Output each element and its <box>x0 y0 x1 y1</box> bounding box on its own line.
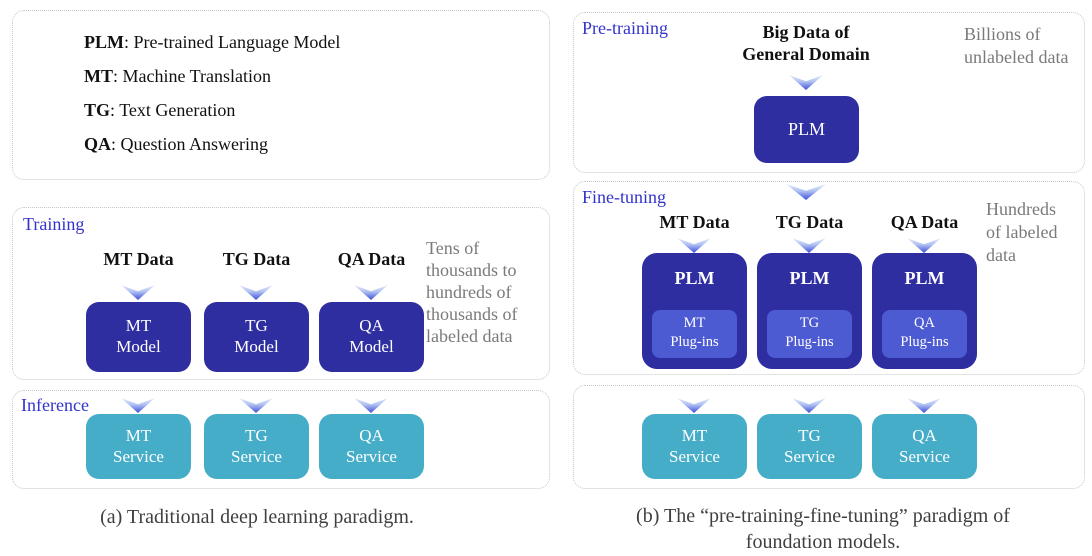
legend-term: PLM <box>84 32 124 52</box>
down-arrow-icon <box>786 184 826 200</box>
down-arrow-icon <box>677 398 711 413</box>
tg-model-box: TG Model <box>204 302 309 372</box>
mt-model-box: MT Model <box>86 302 191 372</box>
pretraining-label: Pre-training <box>582 18 668 38</box>
qa-data-header: QA Data <box>337 249 406 269</box>
down-arrow-icon <box>354 285 388 300</box>
training-label: Training <box>23 214 85 234</box>
mt-data-header: MT Data <box>659 212 730 232</box>
tg-service-box: TG Service <box>204 414 309 479</box>
caption-a: (a) Traditional deep learning paradigm. <box>100 506 414 528</box>
tg-service-box: TG Service <box>757 414 862 479</box>
inference-box-right: MT Service TG Service QA Service <box>573 385 1085 489</box>
inference-label: Inference <box>21 395 89 415</box>
down-arrow-icon <box>677 238 711 253</box>
pretraining-box: Pre-training Big Data of General Domain … <box>573 12 1085 173</box>
plm-title: PLM <box>674 268 715 288</box>
plm-title: PLM <box>789 268 830 288</box>
down-arrow-icon <box>792 238 826 253</box>
plm-tg-box: PLM TG Plug-ins <box>757 253 862 369</box>
down-arrow-icon <box>239 398 273 413</box>
down-arrow-icon <box>239 285 273 300</box>
down-arrow-icon <box>907 398 941 413</box>
caption-b: (b) The “pre-training-fine-tuning” parad… <box>636 505 1010 553</box>
legend-term: TG <box>84 100 111 120</box>
legend-definition: : Text Generation <box>110 100 236 120</box>
labeled-data-note: Hundreds of labeled data <box>986 199 1058 265</box>
legend-item-qa: QA: Question Answering <box>84 134 340 155</box>
legend-definition: : Pre-trained Language Model <box>124 32 341 52</box>
plm-qa-box: PLM QA Plug-ins <box>872 253 977 369</box>
mt-plugins-box: MT Plug-ins <box>652 310 737 358</box>
training-box: Training MT Data TG Data QA Data MT Mode… <box>12 207 550 380</box>
qa-service-box: QA Service <box>872 414 977 479</box>
down-arrow-icon <box>121 285 155 300</box>
legend-term: MT <box>84 66 113 86</box>
plm-box: PLM <box>754 96 859 163</box>
tg-plugins-box: TG Plug-ins <box>767 310 852 358</box>
plm-title: PLM <box>904 268 945 288</box>
legend-term: QA <box>84 134 111 154</box>
legend-box: PLM: Pre-trained Language Model MT: Mach… <box>12 10 550 180</box>
qa-data-header: QA Data <box>890 212 959 232</box>
inference-box-left: Inference MT Service TG Service QA Servi… <box>12 390 550 489</box>
mt-service-box: MT Service <box>642 414 747 479</box>
mt-service-box: MT Service <box>86 414 191 479</box>
qa-plugins-box: QA Plug-ins <box>882 310 967 358</box>
big-data-header: Big Data of General Domain <box>742 22 870 64</box>
tg-data-header: TG Data <box>775 212 844 232</box>
tg-data-header: TG Data <box>222 249 291 269</box>
unlabeled-data-note: Billions of unlabeled data <box>964 24 1069 67</box>
down-arrow-icon <box>792 398 826 413</box>
qa-model-box: QA Model <box>319 302 424 372</box>
finetuning-label: Fine-tuning <box>582 187 666 207</box>
legend-item-plm: PLM: Pre-trained Language Model <box>84 32 340 53</box>
legend-item-tg: TG: Text Generation <box>84 100 340 121</box>
training-data-note: Tens of thousands to hundreds of thousan… <box>426 238 518 346</box>
legend-item-mt: MT: Machine Translation <box>84 66 340 87</box>
legend-definition: : Machine Translation <box>113 66 271 86</box>
qa-service-box: QA Service <box>319 414 424 479</box>
plm-mt-box: PLM MT Plug-ins <box>642 253 747 369</box>
legend-list: PLM: Pre-trained Language Model MT: Mach… <box>84 32 340 168</box>
finetuning-box: Fine-tuning MT Data TG Data QA Data PLM … <box>573 181 1085 375</box>
down-arrow-icon <box>121 398 155 413</box>
down-arrow-icon <box>354 398 388 413</box>
down-arrow-icon <box>907 238 941 253</box>
legend-definition: : Question Answering <box>111 134 268 154</box>
down-arrow-icon <box>789 75 823 90</box>
mt-data-header: MT Data <box>103 249 174 269</box>
